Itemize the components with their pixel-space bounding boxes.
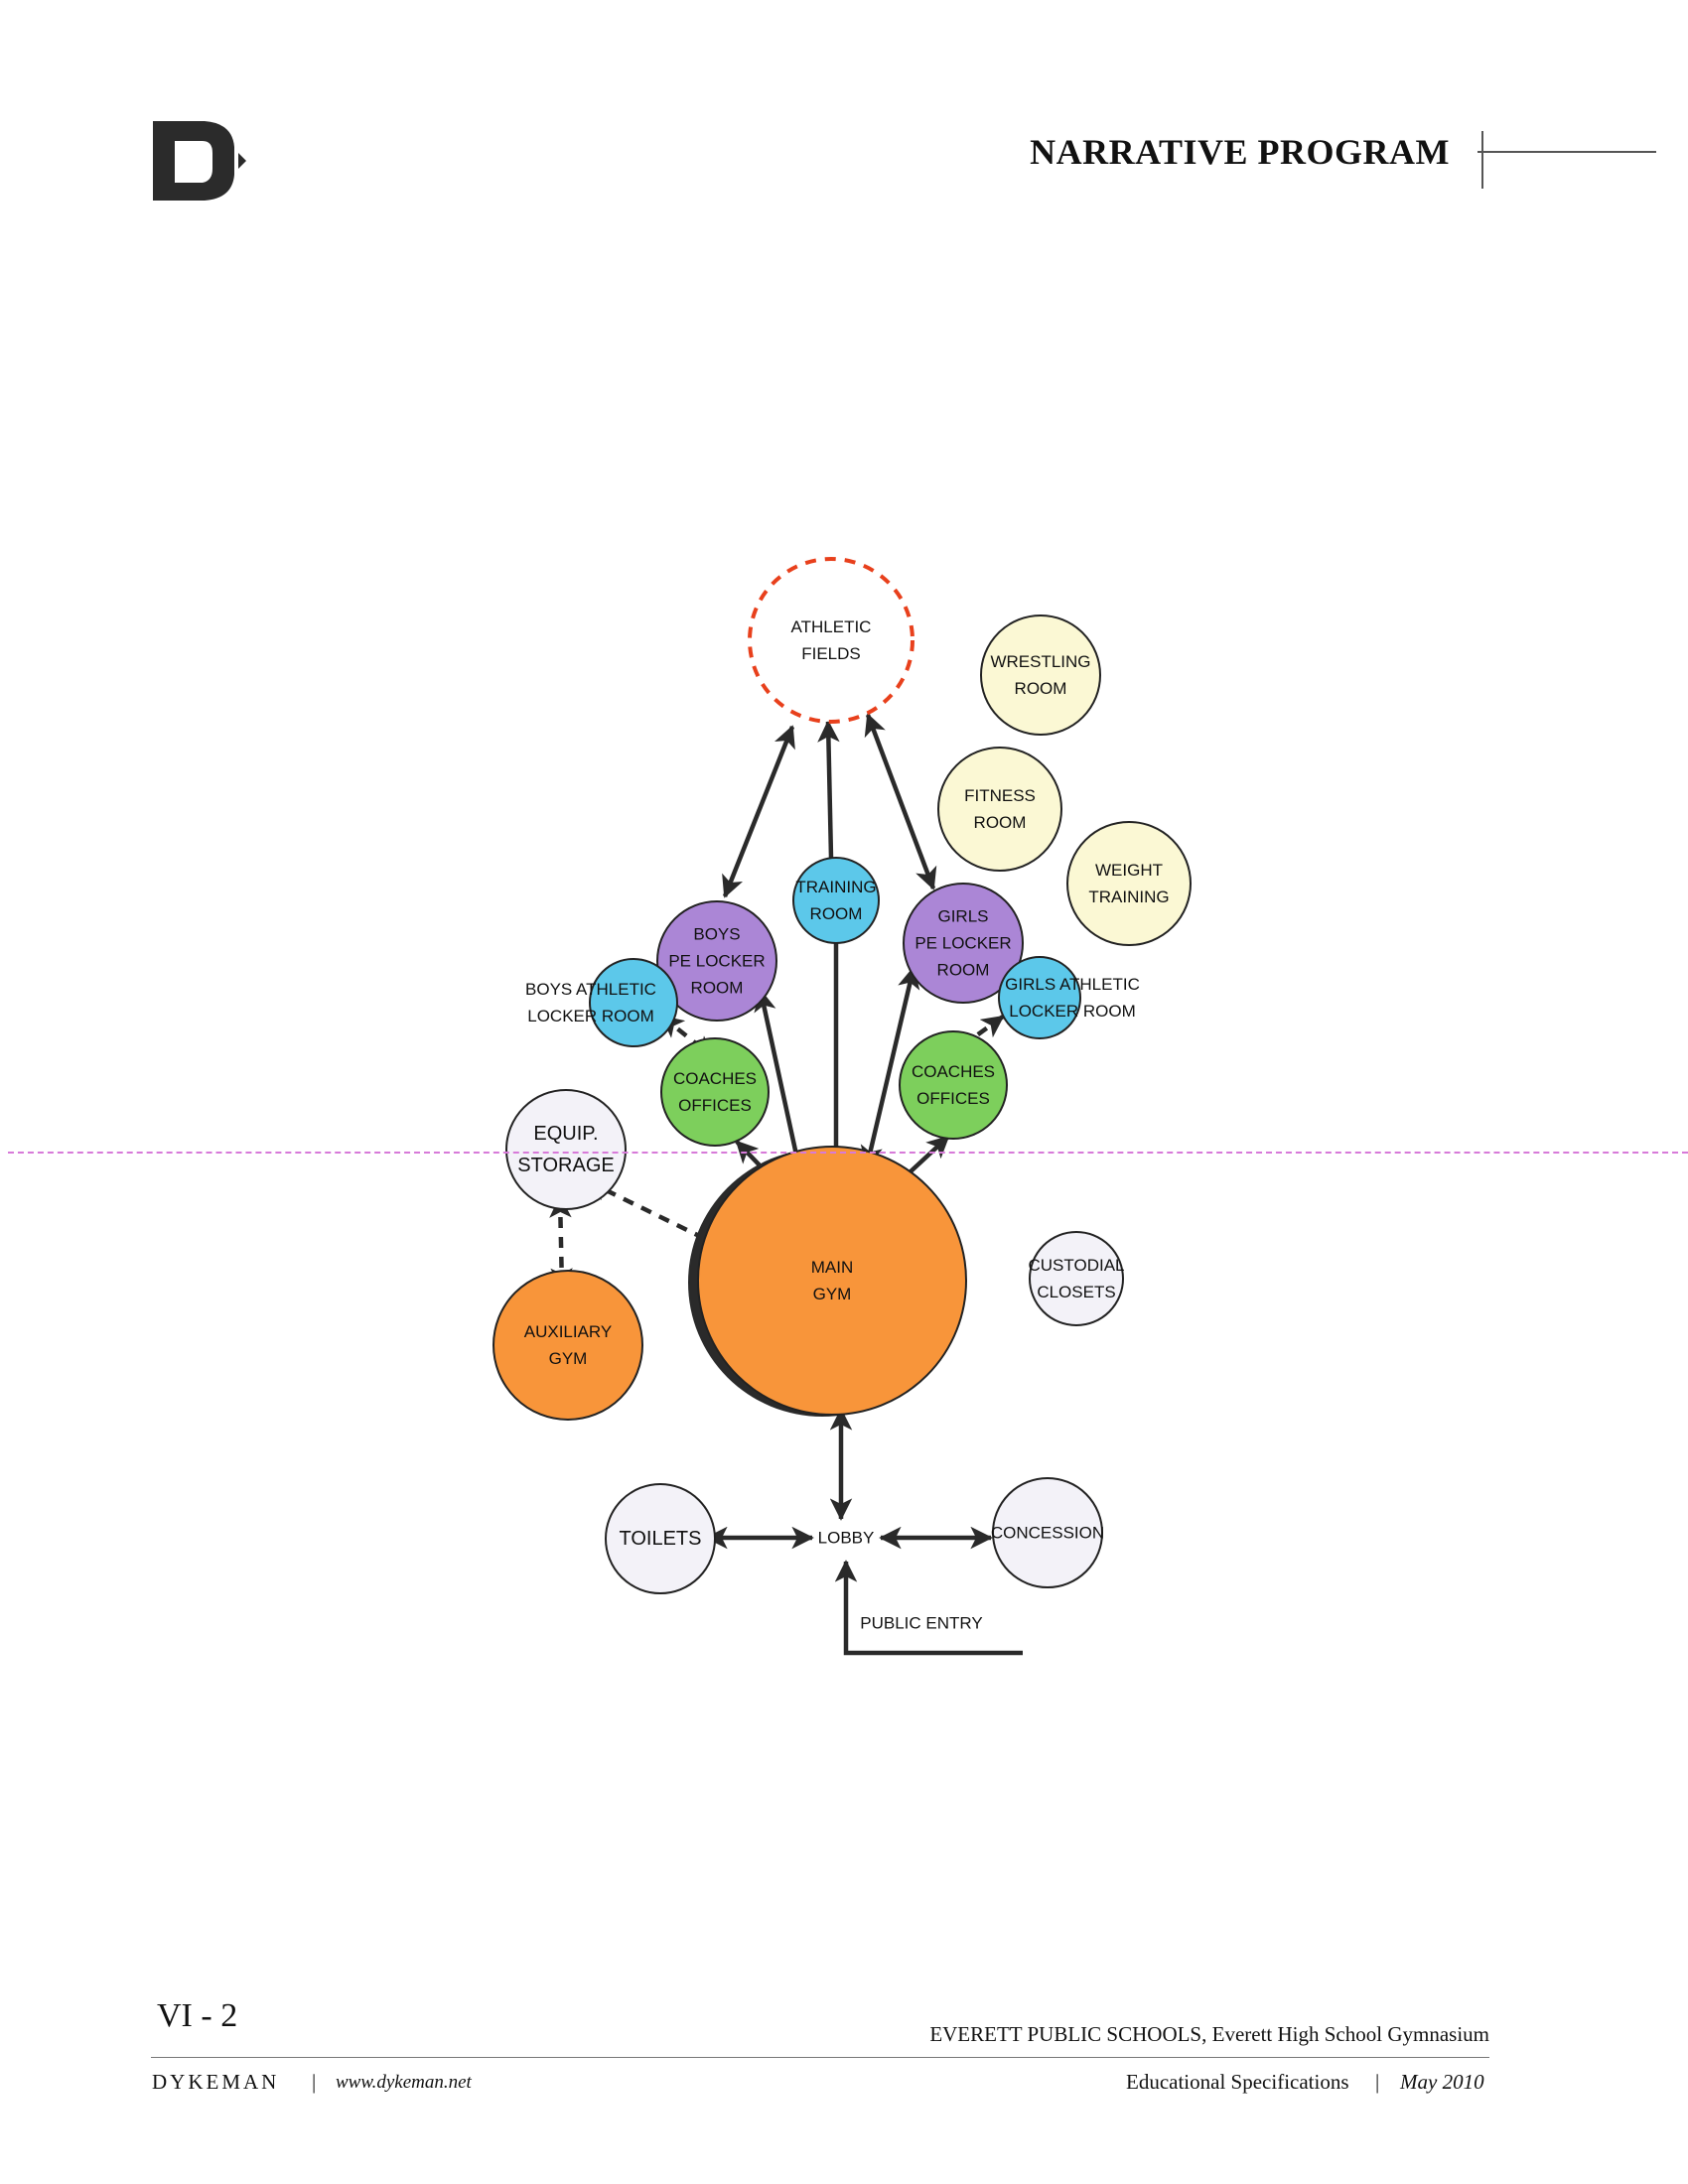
header-rule bbox=[1477, 151, 1656, 153]
custodial-closets-node: CUSTODIAL CLOSETS bbox=[1029, 1231, 1125, 1326]
main-gym-node: MAIN GYM bbox=[688, 1146, 967, 1417]
girls-pe-locker-room-label-line: PE LOCKER bbox=[914, 934, 1011, 953]
wrestling-room-circle bbox=[980, 614, 1101, 736]
edge-training-room-to-athletic-fields bbox=[817, 720, 840, 859]
coaches-offices-left-label-line: COACHES bbox=[673, 1069, 757, 1088]
coaches-offices-right-node: COACHES OFFICES bbox=[899, 1030, 1008, 1140]
training-room-circle bbox=[792, 857, 880, 944]
edge-girls-athletic-locker-room-to-coaches-offices-right bbox=[951, 1015, 1005, 1054]
athletic-fields-label-line: ATHLETIC bbox=[791, 617, 872, 636]
public-entry-label-line: PUBLIC ENTRY bbox=[860, 1614, 982, 1633]
coaches-offices-left-node: COACHES OFFICES bbox=[660, 1037, 770, 1147]
boys-athletic-locker-room-node: BOYS ATHLETIC LOCKER ROOM bbox=[525, 958, 678, 1047]
lobby-node: LOBBY bbox=[818, 1529, 875, 1548]
coaches-offices-right-label-line: COACHES bbox=[912, 1062, 995, 1081]
concession-label-line: CONCESSION bbox=[991, 1524, 1104, 1543]
main-gym-label-line: GYM bbox=[813, 1285, 852, 1303]
auxiliary-gym-label-line: GYM bbox=[549, 1349, 588, 1368]
edge-public-entry-to-lobby bbox=[834, 1560, 1023, 1656]
fitness-room-node: FITNESS ROOM bbox=[937, 747, 1062, 872]
training-room-label-line: ROOM bbox=[810, 904, 863, 923]
boys-pe-locker-room-label-line: BOYS bbox=[693, 924, 740, 943]
weight-training-circle bbox=[1066, 821, 1192, 946]
concession-circle bbox=[992, 1477, 1103, 1588]
toilets-node: TOILETS bbox=[605, 1483, 716, 1594]
footer-rule bbox=[151, 2057, 1489, 2058]
fitness-room-label-line: ROOM bbox=[974, 813, 1027, 832]
girls-pe-locker-room-node: GIRLS PE LOCKER ROOM bbox=[903, 883, 1024, 1004]
girls-athletic-locker-room-node: GIRLS ATHLETIC LOCKER ROOM bbox=[998, 956, 1140, 1039]
boys-pe-locker-room-label-line: PE LOCKER bbox=[668, 952, 765, 971]
page-number: VI - 2 bbox=[157, 1997, 238, 2034]
athletic-fields-node: ATHLETIC FIELDS bbox=[748, 557, 914, 724]
girls-athletic-locker-room-label-line: GIRLS ATHLETIC bbox=[1005, 975, 1140, 994]
edge-equip-storage-to-auxiliary-gym bbox=[549, 1195, 573, 1291]
custodial-closets-circle bbox=[1029, 1231, 1124, 1326]
boys-athletic-locker-room-label-line: BOYS ATHLETIC bbox=[525, 980, 656, 999]
lobby-label-line: LOBBY bbox=[818, 1529, 875, 1548]
footer-brand: DYKEMAN bbox=[152, 2070, 280, 2094]
weight-training-node: WEIGHT TRAINING bbox=[1066, 821, 1192, 946]
coaches-offices-left-circle bbox=[660, 1037, 770, 1147]
girls-pe-locker-room-circle bbox=[903, 883, 1024, 1004]
wrestling-room-node: WRESTLING ROOM bbox=[980, 614, 1101, 736]
athletic-fields-label-line: FIELDS bbox=[801, 644, 861, 663]
boys-pe-locker-room-label-line: ROOM bbox=[691, 979, 744, 998]
boys-athletic-locker-room-label-line: LOCKER ROOM bbox=[527, 1007, 654, 1025]
scan-guide-line bbox=[8, 1152, 1688, 1154]
toilets-circle bbox=[605, 1483, 716, 1594]
footer-url: www.dykeman.net bbox=[336, 2072, 472, 2093]
training-room-label-line: TRAINING bbox=[795, 878, 876, 896]
fitness-room-label-line: FITNESS bbox=[964, 786, 1036, 805]
coaches-offices-right-circle bbox=[899, 1030, 1008, 1140]
equip-storage-label-line: EQUIP. bbox=[533, 1123, 598, 1145]
footer-document-title: Educational Specifications bbox=[1126, 2070, 1349, 2094]
weight-training-label-line: TRAINING bbox=[1088, 887, 1169, 906]
girls-athletic-locker-room-circle bbox=[998, 956, 1081, 1039]
auxiliary-gym-label-line: AUXILIARY bbox=[524, 1322, 613, 1341]
public-entry-node: PUBLIC ENTRY bbox=[860, 1614, 982, 1633]
auxiliary-gym-circle bbox=[492, 1270, 643, 1421]
wrestling-room-label-line: ROOM bbox=[1015, 679, 1067, 698]
equip-storage-circle bbox=[505, 1089, 627, 1210]
boys-pe-locker-room-node: BOYS PE LOCKER ROOM bbox=[656, 900, 777, 1022]
custodial-closets-label-line: CUSTODIAL bbox=[1029, 1256, 1125, 1275]
footer-date: May 2010 bbox=[1400, 2070, 1484, 2094]
dykeman-logo bbox=[153, 121, 246, 201]
athletic-fields-circle bbox=[748, 557, 914, 724]
girls-athletic-locker-room-label-line: LOCKER ROOM bbox=[1009, 1002, 1136, 1021]
weight-training-label-line: WEIGHT bbox=[1095, 861, 1163, 880]
coaches-offices-left-label-line: OFFICES bbox=[678, 1096, 752, 1115]
edge-main-gym-to-girls-pe-locker-room bbox=[860, 966, 920, 1168]
footer-separator: | bbox=[312, 2070, 317, 2094]
girls-pe-locker-room-label-line: GIRLS bbox=[937, 906, 988, 925]
main-gym-label-line: MAIN bbox=[811, 1258, 854, 1277]
edge-girls-pe-locker-room-to-athletic-fields bbox=[864, 713, 937, 890]
training-room-node: TRAINING ROOM bbox=[792, 857, 880, 944]
footer-organization: EVERETT PUBLIC SCHOOLS, Everett High Sch… bbox=[929, 2022, 1489, 2046]
coaches-offices-right-label-line: OFFICES bbox=[916, 1089, 990, 1108]
main-gym-circle bbox=[697, 1146, 967, 1416]
auxiliary-gym-node: AUXILIARY GYM bbox=[492, 1270, 643, 1421]
fitness-room-circle bbox=[937, 747, 1062, 872]
toilets-label-line: TOILETS bbox=[620, 1528, 702, 1550]
edge-boys-pe-locker-room-to-athletic-fields bbox=[722, 725, 795, 898]
concession-node: CONCESSION bbox=[991, 1477, 1104, 1588]
boys-athletic-locker-room-circle bbox=[589, 958, 678, 1047]
custodial-closets-label-line: CLOSETS bbox=[1037, 1283, 1115, 1301]
equip-storage-node: EQUIP. STORAGE bbox=[505, 1089, 627, 1210]
girls-pe-locker-room-label-line: ROOM bbox=[937, 961, 990, 980]
page-header-title: NARRATIVE PROGRAM bbox=[1030, 132, 1450, 172]
header-tick bbox=[1481, 131, 1483, 189]
footer-separator-2: | bbox=[1375, 2070, 1380, 2094]
wrestling-room-label-line: WRESTLING bbox=[990, 652, 1090, 671]
boys-pe-locker-room-circle bbox=[656, 900, 777, 1022]
equip-storage-label-line: STORAGE bbox=[517, 1155, 614, 1176]
